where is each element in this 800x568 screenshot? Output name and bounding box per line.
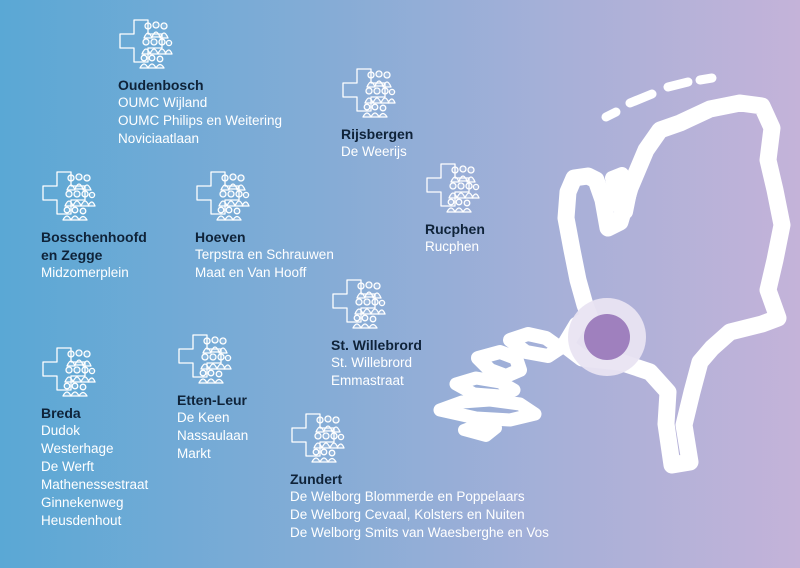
location-rijsbergen: Rijsbergen De Weerijs xyxy=(341,67,413,161)
location-line: OUMC Philips en Weitering xyxy=(118,113,283,128)
location-title: Etten-Leur xyxy=(177,392,247,408)
location-oudenbosch: Oudenbosch OUMC Wijland OUMC Philips en … xyxy=(118,18,282,148)
medical-cross-people-icon xyxy=(196,171,250,221)
location-st-willebrord: St. Willebrord St. Willebrord Emmastraat xyxy=(331,278,422,390)
location-line: St. Willebrord xyxy=(331,355,413,370)
mainland-outline xyxy=(556,94,791,474)
location-line: Heusdenhout xyxy=(41,513,122,528)
medical-cross-people-icon xyxy=(332,279,386,329)
location-title: Hoeven xyxy=(195,229,246,245)
location-title: Rijsbergen xyxy=(341,126,414,142)
location-line: Emmastraat xyxy=(331,373,404,388)
location-title: Breda xyxy=(41,405,81,421)
location-line: OUMC Wijland xyxy=(118,95,208,110)
location-line: Ginnekenweg xyxy=(41,495,124,510)
location-rucphen: Rucphen Rucphen xyxy=(425,162,485,256)
medical-cross-people-icon xyxy=(119,19,173,69)
zeeland-island xyxy=(503,327,567,363)
location-line: De Keen xyxy=(177,410,230,425)
location-line: De Welborg Blommerde en Poppelaars xyxy=(290,489,525,504)
location-line: De Welborg Smits van Waesberghe en Vos xyxy=(290,525,549,540)
medical-cross-people-icon xyxy=(426,163,480,213)
location-line: Nassaulaan xyxy=(177,428,249,443)
wadden-island xyxy=(695,73,717,85)
wadden-island xyxy=(601,107,621,122)
location-line: Markt xyxy=(177,446,211,461)
medical-cross-people-icon xyxy=(42,347,96,397)
location-line: Noviciaatlaan xyxy=(118,131,200,146)
location-title: Oudenbosch xyxy=(118,77,204,93)
zeeland-island xyxy=(449,371,521,403)
location-marker xyxy=(584,314,630,360)
medical-cross-people-icon xyxy=(42,171,96,221)
medical-cross-people-icon xyxy=(342,68,396,118)
wadden-island xyxy=(663,77,693,92)
location-line: De Weerijs xyxy=(341,144,407,159)
medical-cross-people-icon xyxy=(178,334,232,384)
zeeland-island xyxy=(471,345,527,383)
location-title: Rucphen xyxy=(425,221,485,237)
location-title: St. Willebrord xyxy=(331,337,422,353)
location-line: Midzomerplein xyxy=(41,265,129,280)
location-title: Bosschenhoofd en Zegge xyxy=(41,229,147,263)
lake-outline xyxy=(605,167,637,219)
medical-cross-people-icon xyxy=(291,413,345,463)
location-title: Zundert xyxy=(290,471,343,487)
location-line: Rucphen xyxy=(425,239,480,254)
location-line: Westerhage xyxy=(41,441,114,456)
location-bosschenhoofd: Bosschenhoofd en Zegge Midzomerplein xyxy=(41,170,151,282)
zeeland-island xyxy=(458,418,502,442)
location-zundert: Zundert De Welborg Blommerde en Poppelaa… xyxy=(290,412,549,542)
location-line: Terpstra en Schrauwen xyxy=(195,247,334,262)
location-line: De Werft xyxy=(41,459,95,474)
location-line: Dudok xyxy=(41,423,81,438)
location-hoeven: Hoeven Terpstra en Schrauwen Maat en Van… xyxy=(195,170,334,282)
location-breda: Breda Dudok Westerhage De Werft Mathenes… xyxy=(41,346,148,530)
location-line: Mathenessestraat xyxy=(41,477,149,492)
location-line: De Welborg Cevaal, Kolsters en Nuiten xyxy=(290,507,525,522)
location-etten-leur: Etten-Leur De Keen Nassaulaan Markt xyxy=(177,333,248,463)
location-line: Maat en Van Hooff xyxy=(195,265,307,280)
wadden-island xyxy=(625,89,657,108)
